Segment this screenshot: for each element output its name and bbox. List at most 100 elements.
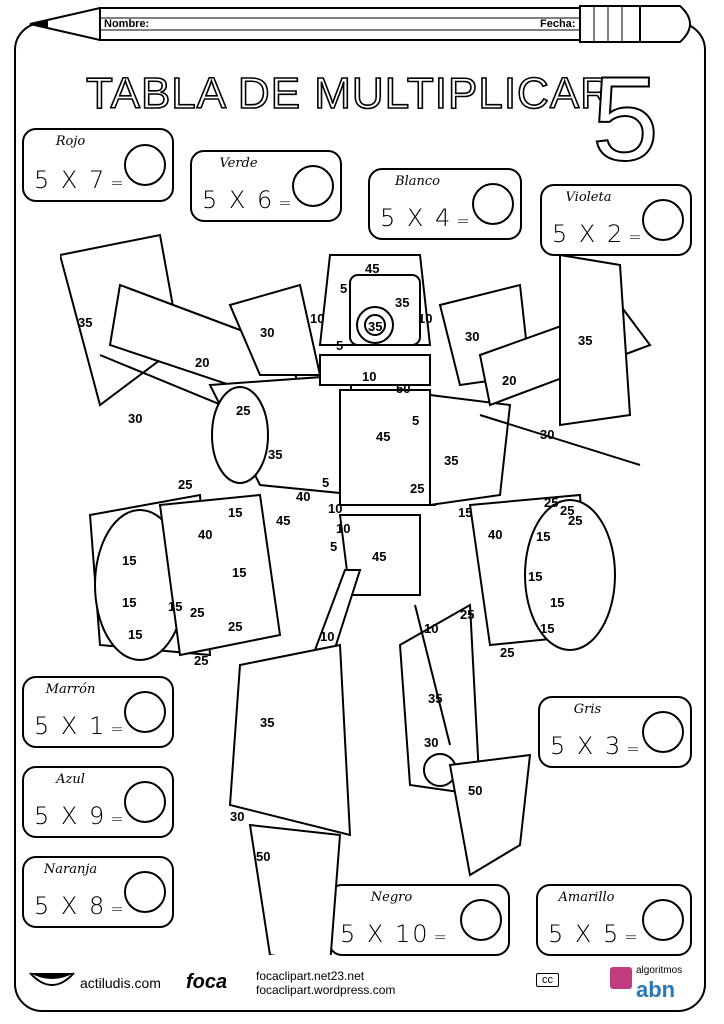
robot-number: 35 bbox=[78, 315, 92, 330]
robot-number: 10 bbox=[310, 311, 324, 326]
robot-number: 10 bbox=[328, 501, 342, 516]
robot-number: 10 bbox=[418, 311, 432, 326]
page-title: TABLA DE MULTIPLICAR bbox=[85, 68, 613, 119]
robot-number: 45 bbox=[365, 261, 379, 276]
equals-sign: = bbox=[110, 809, 126, 828]
actiludis-link[interactable]: actiludis.com bbox=[80, 975, 161, 991]
answer-circle[interactable] bbox=[460, 899, 502, 941]
robot-number: 25 bbox=[236, 403, 250, 418]
equals-sign: = bbox=[110, 173, 126, 192]
exercise-rojo: Rojo 5 X 7= bbox=[22, 128, 174, 202]
nombre-label: Nombre: bbox=[104, 18, 150, 30]
color-label: Amarillo bbox=[558, 890, 615, 905]
cc-license-badge: cc bbox=[536, 973, 559, 987]
robot-number: 50 bbox=[468, 783, 482, 798]
robot-number: 30 bbox=[230, 809, 244, 824]
robot-number: 45 bbox=[372, 549, 386, 564]
robot-number: 15 bbox=[122, 595, 136, 610]
answer-circle[interactable] bbox=[124, 691, 166, 733]
robot-number: 25 bbox=[560, 503, 574, 518]
answer-circle[interactable] bbox=[124, 871, 166, 913]
robot-number: 10 bbox=[424, 621, 438, 636]
robot-number: 25 bbox=[228, 619, 242, 634]
robot-number: 30 bbox=[128, 411, 142, 426]
robot-number: 35 bbox=[428, 691, 442, 706]
robot-number: 25 bbox=[190, 605, 204, 620]
robot-number: 25 bbox=[194, 653, 208, 668]
equation: 5 X 9 bbox=[34, 802, 107, 830]
color-label: Blanco bbox=[395, 174, 440, 189]
robot-number: 10 bbox=[362, 369, 376, 384]
answer-circle[interactable] bbox=[642, 899, 684, 941]
robot-number: 15 bbox=[458, 505, 472, 520]
robot-number: 15 bbox=[540, 621, 554, 636]
abn-label: abn bbox=[636, 977, 676, 1002]
exercise-verde: Verde 5 X 6= bbox=[190, 150, 342, 222]
equals-sign: = bbox=[110, 899, 126, 918]
robot-number: 10 bbox=[336, 521, 350, 536]
robot-number: 10 bbox=[320, 629, 334, 644]
robot-number: 25 bbox=[500, 645, 514, 660]
robot-number: 35 bbox=[368, 319, 382, 334]
robot-shapes bbox=[60, 233, 652, 955]
url-2[interactable]: focaclipart.wordpress.com bbox=[256, 983, 396, 997]
robot-number: 30 bbox=[465, 329, 479, 344]
color-label: Marrón bbox=[45, 682, 96, 697]
exercise-gris: Gris 5 X 3= bbox=[538, 696, 692, 768]
robot-number: 15 bbox=[228, 505, 242, 520]
robot-drawing: 45 5 35 10 35 10 5 30 30 35 35 20 20 30 … bbox=[60, 233, 652, 955]
equals-sign: = bbox=[624, 927, 640, 946]
robot-numbers: 45 5 35 10 35 10 5 30 30 35 35 20 20 30 … bbox=[78, 261, 592, 864]
robot-number: 15 bbox=[168, 599, 182, 614]
equation: 5 X 7 bbox=[34, 166, 107, 194]
equals-sign: = bbox=[278, 193, 294, 212]
answer-circle[interactable] bbox=[642, 711, 684, 753]
robot-number: 5 bbox=[340, 281, 347, 296]
robot-number: 35 bbox=[444, 453, 458, 468]
equation: 5 X 8 bbox=[34, 892, 107, 920]
robot-number: 30 bbox=[424, 735, 438, 750]
robot-number: 35 bbox=[260, 715, 274, 730]
pencil-header bbox=[29, 5, 691, 43]
robot-number: 40 bbox=[488, 527, 502, 542]
robot-number: 5 bbox=[336, 338, 343, 353]
robot-number: 50 bbox=[256, 849, 270, 864]
answer-circle[interactable] bbox=[642, 199, 684, 241]
color-label: Verde bbox=[219, 156, 258, 171]
algoritmos-label: algoritmos bbox=[636, 965, 683, 976]
equals-sign: = bbox=[433, 927, 449, 946]
robot-number: 15 bbox=[128, 627, 142, 642]
robot-number: 20 bbox=[502, 373, 516, 388]
robot-number: 15 bbox=[232, 565, 246, 580]
answer-circle[interactable] bbox=[292, 165, 334, 207]
url-1[interactable]: focaclipart.net23.net bbox=[256, 969, 365, 983]
equals-sign: = bbox=[626, 739, 642, 758]
robot-number: 40 bbox=[296, 489, 310, 504]
robot-number: 15 bbox=[536, 529, 550, 544]
robot-number: 45 bbox=[376, 429, 390, 444]
equation: 5 X 5 bbox=[548, 920, 621, 948]
equation: 5 X 6 bbox=[202, 186, 275, 214]
robot-number: 30 bbox=[260, 325, 274, 340]
robot-number: 5 bbox=[412, 413, 419, 428]
robot-number: 50 bbox=[396, 381, 410, 396]
equation: 5 X 10 bbox=[340, 920, 430, 948]
robot-number: 25 bbox=[568, 513, 582, 528]
color-label: Azul bbox=[56, 772, 85, 787]
equation: 5 X 4 bbox=[380, 204, 453, 232]
color-label: Negro bbox=[370, 890, 413, 905]
color-label: Gris bbox=[573, 702, 602, 717]
color-label: Rojo bbox=[55, 134, 86, 149]
robot-number: 5 bbox=[322, 475, 329, 490]
robot-number: 15 bbox=[528, 569, 542, 584]
robot-number: 25 bbox=[410, 481, 424, 496]
title-number-text: 5 bbox=[592, 60, 659, 170]
robot-number: 25 bbox=[460, 607, 474, 622]
robot-number: 35 bbox=[395, 295, 409, 310]
answer-circle[interactable] bbox=[472, 183, 514, 225]
answer-circle[interactable] bbox=[124, 144, 166, 186]
robot-number: 15 bbox=[122, 553, 136, 568]
equals-sign: = bbox=[456, 211, 472, 230]
robot-number: 30 bbox=[540, 427, 554, 442]
answer-circle[interactable] bbox=[124, 781, 166, 823]
